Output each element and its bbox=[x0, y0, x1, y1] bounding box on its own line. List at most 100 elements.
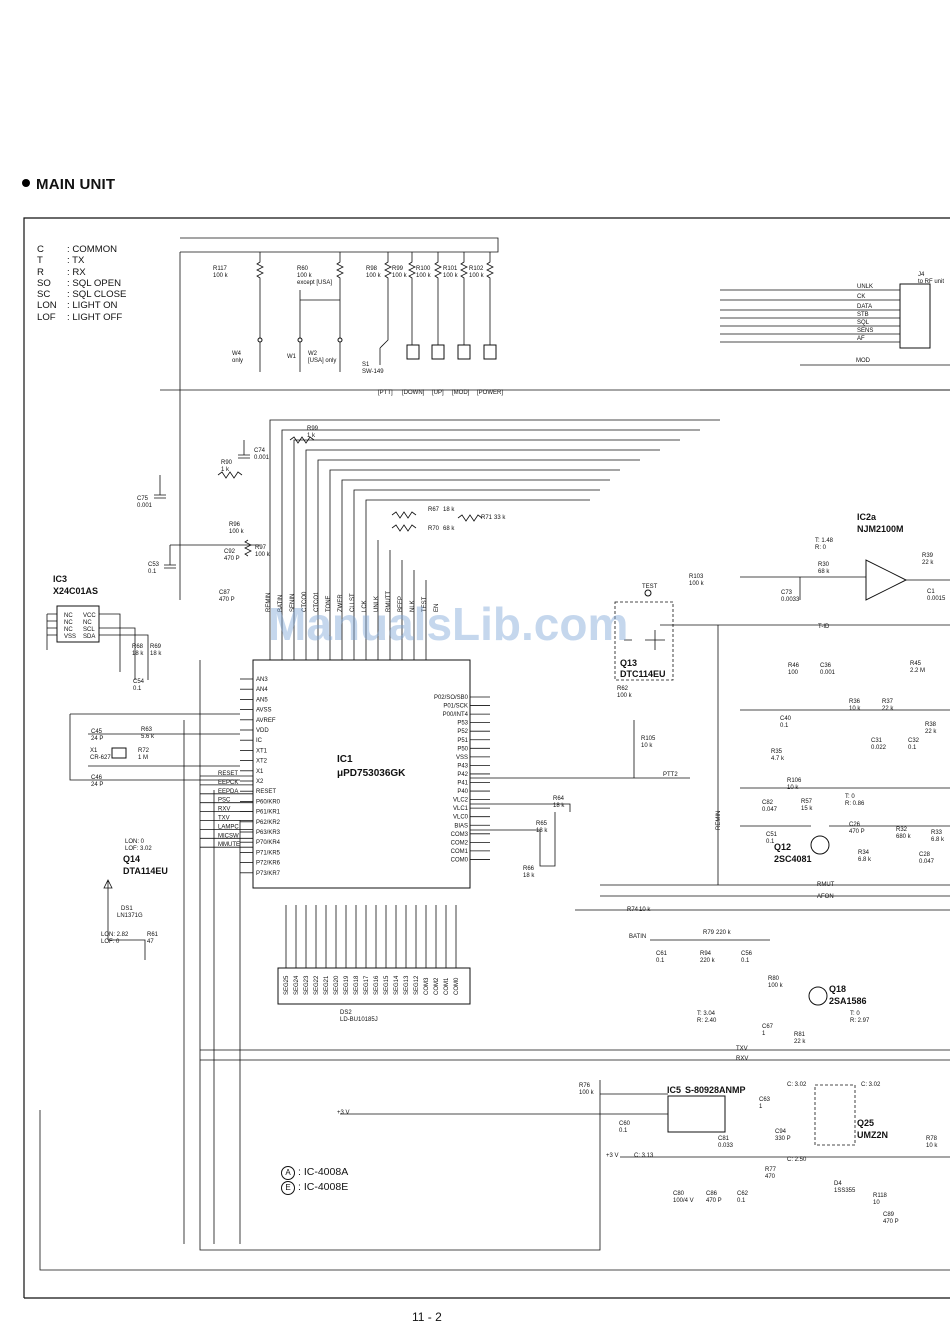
r66-ref: R66 bbox=[523, 866, 535, 872]
r46-value: 100 bbox=[788, 670, 799, 676]
c89-ref: C89 bbox=[883, 1212, 895, 1218]
jumper-w4 bbox=[257, 337, 263, 343]
wire bbox=[470, 803, 571, 867]
legend-meaning: : RX bbox=[67, 266, 86, 278]
c45-ref: C45 bbox=[91, 729, 103, 735]
r79-value: 220 k bbox=[716, 930, 732, 936]
ic5-part: S-80928ANMP bbox=[685, 1085, 746, 1095]
c62-ref: C62 bbox=[737, 1191, 749, 1197]
r61-value: 47 bbox=[147, 939, 154, 945]
w4-note: only bbox=[232, 358, 243, 364]
r66-value: 18 k bbox=[523, 873, 535, 879]
ic1-left-pin: XT1 bbox=[256, 748, 268, 754]
c94-value: 330 P bbox=[775, 1136, 791, 1142]
r101-ref: R101 bbox=[443, 266, 458, 272]
ic1-right-pin: P53 bbox=[457, 721, 468, 727]
ic1-right-pin: P00/INT4 bbox=[443, 712, 469, 718]
transistor-q14 bbox=[103, 879, 113, 940]
w2-ref: W2 bbox=[308, 351, 318, 357]
r30-ref: R30 bbox=[818, 562, 830, 568]
c82-ref: C82 bbox=[762, 800, 774, 806]
r63-ref: R63 bbox=[141, 727, 153, 733]
q18-volt-rx: R: 2.40 bbox=[697, 1018, 717, 1024]
mcu-bus-label: TXV bbox=[218, 816, 230, 822]
r94-value: 220 k bbox=[700, 958, 716, 964]
variant-row: A: IC-4008A bbox=[281, 1165, 348, 1180]
chip-ic5 bbox=[667, 1095, 726, 1133]
c31-ref: C31 bbox=[871, 738, 883, 744]
r105-ref: R105 bbox=[641, 736, 656, 742]
r74-value: 10 k bbox=[639, 907, 651, 913]
wire bbox=[269, 419, 720, 660]
q14-ref: Q14 bbox=[123, 854, 140, 864]
ic3-pin: SCL bbox=[83, 627, 95, 633]
x1-ref: X1 bbox=[90, 748, 98, 754]
c54-value: 0.1 bbox=[133, 686, 142, 692]
ds2-segment: SEG25 bbox=[284, 975, 290, 995]
mcu-bus-label: LAMPC bbox=[218, 824, 239, 830]
x1-value: CR-627 bbox=[90, 755, 111, 761]
ds2-segment: SEG15 bbox=[384, 975, 390, 995]
q18-volt-tx2: T: 0 bbox=[850, 1011, 860, 1017]
ds1-volt-on: LON: 2.82 bbox=[101, 932, 129, 938]
ic1-top-signal: SENIN bbox=[290, 594, 296, 612]
c60-value: 0.1 bbox=[619, 1128, 628, 1134]
c94-ref: C94 bbox=[775, 1129, 787, 1135]
r46-ref: R46 bbox=[788, 663, 800, 669]
j4-sig-data: DATA bbox=[857, 304, 872, 310]
wire bbox=[600, 625, 950, 897]
capacitor-c74 bbox=[238, 440, 250, 459]
q14-volt-off: LOF: 3.02 bbox=[125, 846, 152, 852]
ds2-segment: SEG20 bbox=[334, 975, 340, 995]
mcu-bus-label: MICSW bbox=[218, 833, 239, 839]
r94-ref: R94 bbox=[700, 951, 712, 957]
net-remin: REMIN bbox=[716, 811, 722, 830]
ic1-left-pin: P70/KR4 bbox=[256, 840, 281, 846]
r67-value: 18 k bbox=[443, 507, 455, 513]
ic1-left-pin: VDD bbox=[256, 728, 269, 734]
r37-value: 22 k bbox=[882, 706, 894, 712]
ic1-top-signal: CLLST bbox=[350, 593, 356, 612]
resistor-r71 bbox=[457, 514, 483, 522]
ic3-pin: NC bbox=[64, 613, 73, 619]
ds1-volt-off: LOF: 0 bbox=[101, 939, 120, 945]
wire bbox=[39, 1110, 950, 1271]
c28-value: 0.047 bbox=[919, 859, 935, 865]
r99-ref: R99 bbox=[392, 266, 404, 272]
section-title-text: MAIN UNIT bbox=[36, 176, 116, 193]
r118-ref: R118 bbox=[873, 1193, 888, 1199]
wire-mod bbox=[700, 364, 950, 391]
ic1-left-pins: AN3AN4AN5AVSSAVREFVDDICXT1XT2X1X2RESETP6… bbox=[240, 677, 281, 877]
ic2a-volt-tx: T: 1.48 bbox=[815, 538, 834, 544]
ds2-segment: SEG16 bbox=[374, 975, 380, 995]
d4-ref: D4 bbox=[834, 1181, 842, 1187]
test-point bbox=[644, 589, 652, 597]
c92-ref: C92 bbox=[224, 549, 236, 555]
wire bbox=[180, 237, 499, 253]
c45-value: 24 P bbox=[91, 736, 103, 742]
ic1-right-pin: P42 bbox=[457, 772, 468, 778]
ic1-left-pin: P60/KR0 bbox=[256, 799, 281, 805]
r117-value: 100 k bbox=[213, 273, 229, 279]
r32-value: 680 k bbox=[896, 834, 912, 840]
diode-pair bbox=[624, 630, 665, 650]
ic1-top-signal: BEEP bbox=[398, 596, 404, 612]
r90-ref: R90 bbox=[221, 460, 233, 466]
r57-value: 15 k bbox=[801, 806, 813, 812]
legend-code: LON bbox=[37, 300, 57, 312]
c28-ref: C28 bbox=[919, 852, 931, 858]
r69-value: 18 k bbox=[150, 651, 162, 657]
c86-value: 470 P bbox=[706, 1198, 722, 1204]
c51-value: 0.1 bbox=[766, 839, 775, 845]
j4-sig-unlk: UNLK bbox=[857, 284, 873, 290]
j4-sig-sql: SQL bbox=[857, 320, 870, 326]
mcu-bus-label: PSC bbox=[218, 798, 231, 804]
page-number: 11 - 2 bbox=[412, 1310, 442, 1324]
r78-ref: R78 bbox=[926, 1136, 938, 1142]
wire bbox=[200, 1049, 950, 1061]
r39-ref: R39 bbox=[922, 553, 934, 559]
r71-value: 33 k bbox=[494, 515, 506, 521]
legend-meaning: : SQL OPEN bbox=[67, 277, 122, 289]
jumper-w2 bbox=[337, 337, 343, 343]
